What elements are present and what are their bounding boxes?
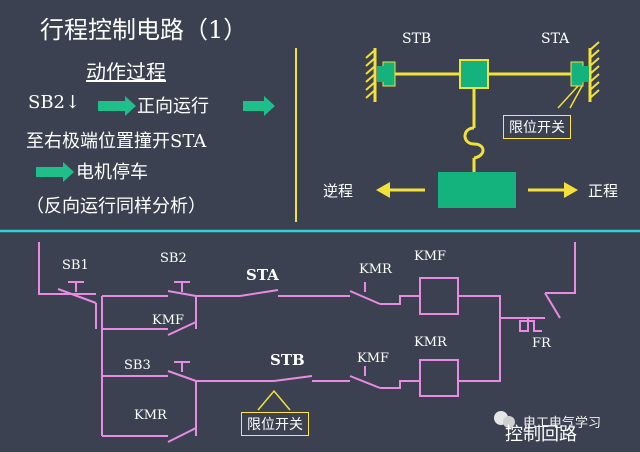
label-sta: STA: [246, 266, 279, 284]
limit-switch-label: 限位开关: [503, 115, 571, 139]
reverse-label: 逆程: [323, 182, 354, 200]
worktable-block: [438, 172, 516, 208]
watermark-text: 电工电气学习: [523, 416, 602, 431]
limit-callout-pointer: [257, 389, 291, 411]
label-sb3: SB3: [124, 358, 151, 373]
label-kmf-interlock: KMF: [357, 351, 390, 366]
circuit-footer-title: 控制回路: [505, 424, 577, 445]
slide-title: 行程控制电路（1）: [40, 16, 248, 44]
control-circuit: [38, 242, 576, 443]
label-kmf-coil: KMF: [414, 249, 447, 264]
sta-switch: [570, 61, 584, 87]
wechat-icon: [494, 411, 515, 428]
stb-switch: [382, 61, 396, 87]
label-kmr-hold: KMR: [134, 408, 167, 423]
label-kmr-interlock: KMR: [359, 262, 392, 277]
circuit-limit-label: 限位开关: [241, 412, 309, 436]
forward-label: 正程: [588, 182, 619, 200]
arrow-icon: [36, 162, 74, 182]
step3-text: 电机停车: [76, 162, 148, 183]
step2-text: 至右极端位置撞开STA: [26, 131, 207, 152]
mechanism-drawing: [365, 41, 600, 208]
label-kmf-hold: KMF: [152, 313, 185, 328]
label-stb: STB: [270, 351, 305, 369]
label-kmr-coil: KMR: [414, 335, 447, 350]
step1-text: 正向运行: [137, 96, 209, 117]
process-title: 动作过程: [86, 60, 166, 84]
mechanism-label-stb: STB: [402, 31, 432, 47]
label-sb1: SB1: [62, 258, 89, 273]
moving-block: [459, 59, 489, 89]
mechanism-label-sta: STA: [541, 31, 570, 47]
arrow-icon: [243, 96, 275, 116]
label-sb2: SB2: [160, 251, 187, 266]
arrow-icon: [98, 96, 136, 116]
step4-text: （反向运行同样分析）: [26, 196, 206, 217]
label-fr: FR: [532, 336, 551, 351]
step1-key: SB2↓: [28, 92, 81, 113]
